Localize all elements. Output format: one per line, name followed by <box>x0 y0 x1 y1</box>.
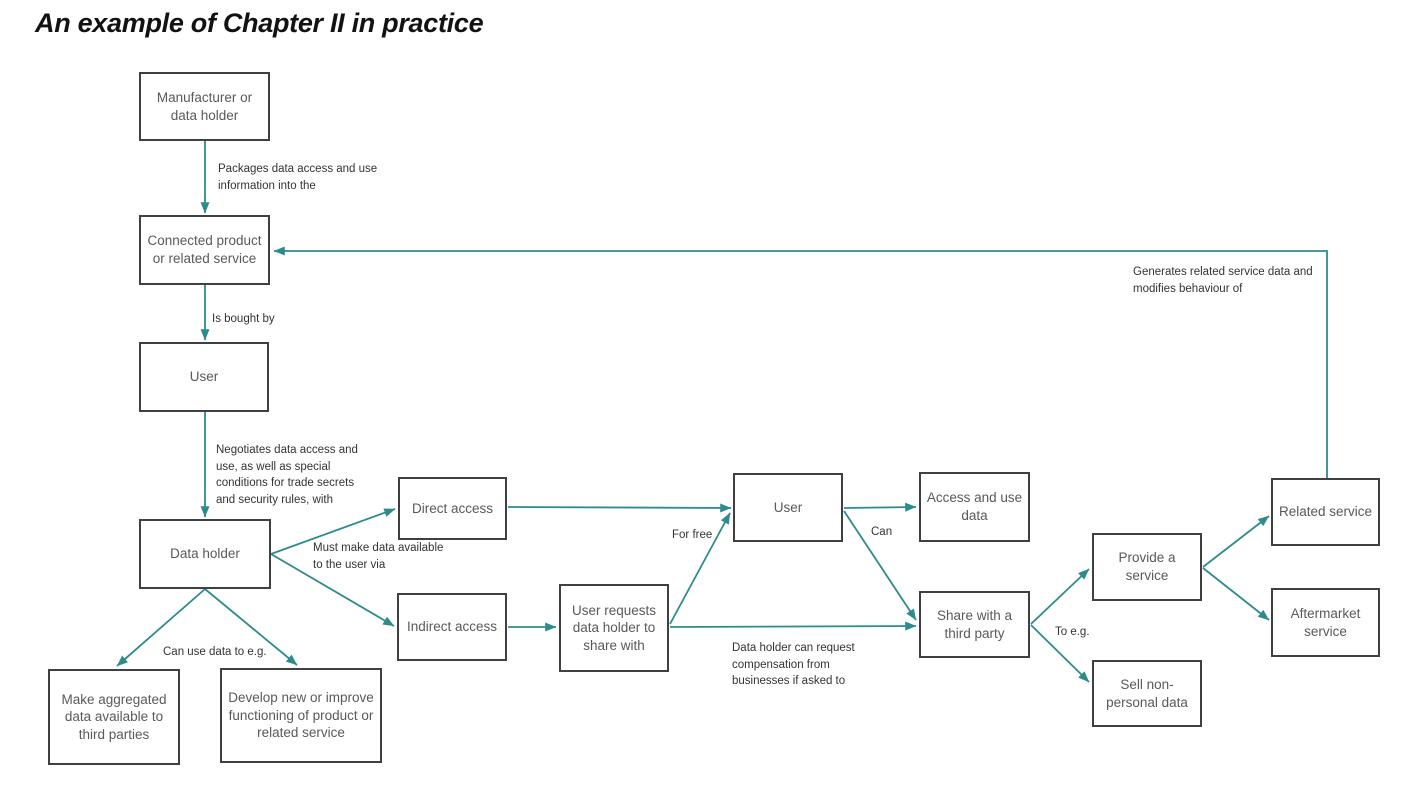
node-indirect-access: Indirect access <box>397 593 507 661</box>
node-user-buyer: User <box>139 342 269 412</box>
arrow-dataholder-to-developnew <box>204 588 298 666</box>
node-develop-new-or-improve: Develop new or improve functioning of pr… <box>220 668 382 763</box>
arrow-relatedservice-feedback-to-connected <box>273 246 1328 478</box>
node-direct-access: Direct access <box>398 477 507 540</box>
edge-label-to-eg: To e.g. <box>1055 626 1090 638</box>
arrow-share-to-sellnonpersonal <box>1030 624 1090 683</box>
node-share-with-third-party: Share with a third party <box>919 591 1030 658</box>
node-provide-a-service: Provide a service <box>1092 533 1202 601</box>
arrow-user-to-accessusedata <box>843 502 917 512</box>
edge-label-can: Can <box>871 526 893 538</box>
node-make-aggregated-data: Make aggregated data available to third … <box>48 669 180 765</box>
node-access-and-use-data: Access and use data <box>919 472 1030 542</box>
edge-label-packages: Packages data access and use information… <box>218 163 378 192</box>
node-data-holder: Data holder <box>139 519 271 589</box>
arrow-share-to-provideservice <box>1030 568 1090 625</box>
arrow-user-to-sharethirdparty <box>843 510 917 621</box>
arrow-lines <box>116 141 1328 683</box>
arrow-userrequests-to-user-forfree <box>669 512 731 625</box>
edge-label-compensation: Data holder can request compensation fro… <box>732 642 855 688</box>
page-title: An example of Chapter II in practice <box>35 8 484 38</box>
arrow-dataholder-to-indirectaccess <box>270 553 395 627</box>
edge-label-must-make-data: Must make data available to the user via <box>313 542 444 571</box>
arrow-dataholder-to-makeaggregated <box>116 588 206 667</box>
node-connected-product-or-related-service: Connected product or related service <box>139 215 270 285</box>
edge-label-is-bought-by: Is bought by <box>212 313 275 325</box>
edge-label-for-free: For free <box>672 529 713 541</box>
edge-label-generates: Generates related service data and modif… <box>1133 266 1313 295</box>
edge-label-can-use-data: Can use data to e.g. <box>163 646 267 658</box>
node-aftermarket-service: Aftermarket service <box>1271 588 1380 657</box>
node-sell-non-personal-data: Sell non- personal data <box>1092 660 1202 727</box>
edge-label-negotiates: Negotiates data access and use, as well … <box>216 444 358 507</box>
node-manufacturer-or-data-holder: Manufacturer or data holder <box>139 72 270 141</box>
arrow-dataholder-to-directaccess <box>270 508 396 555</box>
node-user-requests-data-holder: User requests data holder to share with <box>559 584 669 672</box>
arrow-provide-to-relatedservice <box>1202 515 1270 568</box>
arrow-directaccess-to-user <box>507 503 732 513</box>
arrow-userrequests-to-sharethirdparty <box>669 621 917 631</box>
node-related-service: Related service <box>1271 478 1380 546</box>
arrow-provide-to-aftermarket <box>1202 567 1270 621</box>
node-user-recipient: User <box>733 473 843 542</box>
